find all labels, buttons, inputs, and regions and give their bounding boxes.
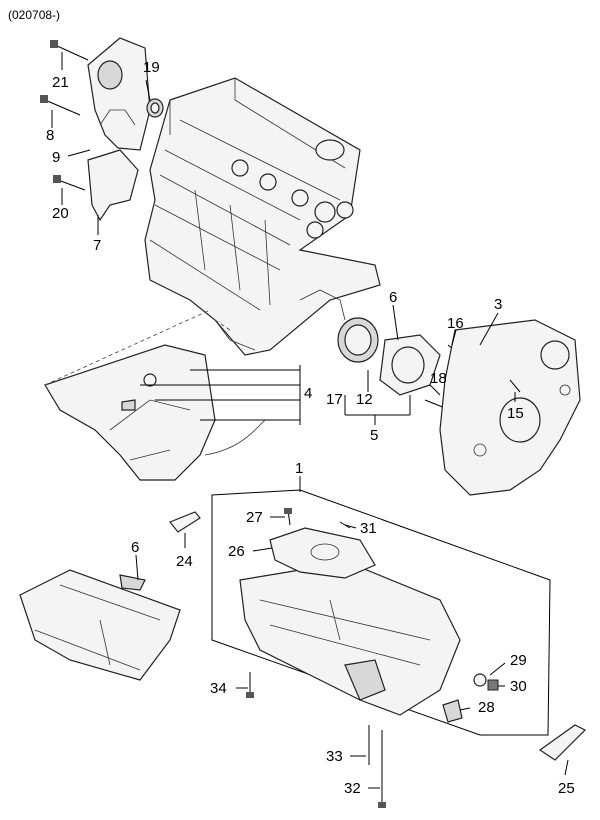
timing-belt-cover-upper bbox=[87, 37, 151, 151]
oil-seal-17 bbox=[337, 317, 379, 363]
leader-lines bbox=[51, 52, 569, 789]
callout-27: 27 bbox=[246, 509, 263, 526]
callout-26: 26 bbox=[228, 543, 245, 560]
bolt-34 bbox=[246, 672, 254, 698]
callout-31: 31 bbox=[360, 520, 377, 537]
callout-30: 30 bbox=[510, 678, 527, 695]
rear-oil-seal-case bbox=[379, 334, 441, 396]
plug-28 bbox=[442, 699, 463, 723]
gasket-26 bbox=[269, 527, 376, 579]
callout-34: 34 bbox=[210, 680, 227, 697]
callout-28: 28 bbox=[478, 699, 495, 716]
callout-24: 24 bbox=[176, 553, 193, 570]
gasket-29 bbox=[473, 673, 487, 687]
bolt-20 bbox=[53, 175, 86, 191]
drain-plug-30 bbox=[487, 679, 499, 691]
callout-6-upper: 6 bbox=[389, 289, 397, 306]
callout-15: 15 bbox=[507, 405, 524, 422]
callout-labels: 21 19 8 9 20 7 6 3 16 4 18 17 12 15 5 1 … bbox=[46, 59, 575, 797]
callout-1: 1 bbox=[295, 460, 303, 477]
bolt-8 bbox=[40, 95, 81, 116]
lower-oil-pan bbox=[19, 569, 181, 681]
callout-12: 12 bbox=[356, 391, 373, 408]
callout-9: 9 bbox=[52, 149, 60, 166]
bracket-25 bbox=[538, 724, 587, 761]
callout-29: 29 bbox=[510, 652, 527, 669]
callout-20: 20 bbox=[52, 205, 69, 222]
callout-33: 33 bbox=[326, 748, 343, 765]
callout-7: 7 bbox=[93, 237, 101, 254]
callout-5: 5 bbox=[370, 427, 378, 444]
callout-25: 25 bbox=[558, 780, 575, 797]
bolt-15 bbox=[509, 379, 521, 393]
bracket-24 bbox=[169, 511, 201, 533]
callout-6-lower: 6 bbox=[131, 539, 139, 556]
bolt-18 bbox=[424, 399, 446, 409]
callout-18: 18 bbox=[430, 370, 447, 387]
bolt-32 bbox=[378, 730, 386, 808]
timing-belt-cover-lower bbox=[87, 149, 139, 222]
bolt-21 bbox=[50, 40, 89, 61]
callout-16: 16 bbox=[447, 315, 464, 332]
oil-seal-19 bbox=[146, 98, 164, 118]
engine-mount-bracket bbox=[44, 344, 266, 481]
callout-19: 19 bbox=[143, 59, 160, 76]
bolt-27 bbox=[284, 508, 292, 526]
rear-plate bbox=[439, 319, 581, 496]
callout-4: 4 bbox=[304, 385, 312, 402]
callout-21: 21 bbox=[52, 74, 69, 91]
engine-block bbox=[144, 77, 381, 356]
callout-3: 3 bbox=[494, 296, 502, 313]
upper-oil-pan bbox=[239, 554, 461, 716]
callout-17: 17 bbox=[326, 391, 343, 408]
callout-32: 32 bbox=[344, 780, 361, 797]
callout-8: 8 bbox=[46, 127, 54, 144]
diagram-code: (020708-) bbox=[8, 8, 60, 22]
